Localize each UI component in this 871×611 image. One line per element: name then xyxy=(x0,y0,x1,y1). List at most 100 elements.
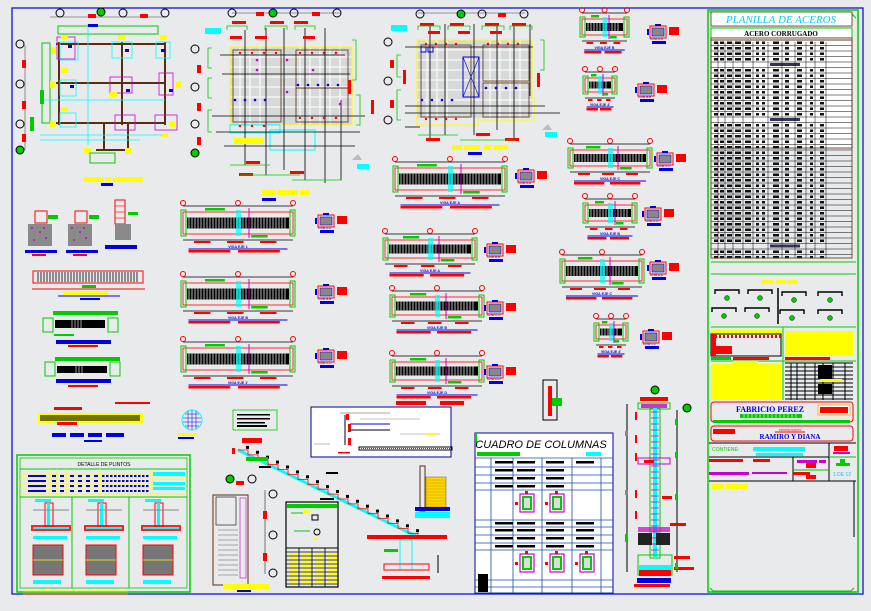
axis-marker xyxy=(290,336,296,342)
table-cell xyxy=(546,545,564,548)
section-label: Corte A-A xyxy=(318,226,331,230)
axis-marker xyxy=(472,228,478,234)
beam-label: VIGA EJE A xyxy=(440,201,460,205)
table-cell xyxy=(546,469,564,472)
axis-marker xyxy=(632,193,638,199)
axis-marker xyxy=(479,350,485,356)
foundation-plan xyxy=(15,7,181,186)
axis-marker xyxy=(389,350,395,356)
column-section-details xyxy=(25,199,138,256)
table-cell xyxy=(495,537,513,540)
table-cell xyxy=(495,522,513,525)
beam-cross-section: Corte D-D xyxy=(484,364,516,384)
columns-table-title: CUADRO DE COLUMNAS xyxy=(475,439,607,451)
owners-name: RAMIRO Y DIANA xyxy=(760,433,821,441)
table-cell xyxy=(546,537,564,540)
steel-schedule-subtitle: ACERO CORRUGADO xyxy=(744,30,818,38)
table-cell xyxy=(495,469,513,472)
table-cell xyxy=(546,529,564,532)
title-block: PLANILLA DE ACEROS ACERO CORRUGADO FABRI… xyxy=(707,9,859,593)
beam-cross-section: Corte E-E xyxy=(647,260,679,280)
column-section xyxy=(515,551,535,573)
table-cell xyxy=(546,461,564,464)
beam-elevation: VIGA EJE 1 Corte A-A xyxy=(180,200,347,253)
sheet-border xyxy=(11,7,864,595)
axis-marker xyxy=(582,66,588,72)
footings-table: DETALLE DE PLINTOS xyxy=(16,454,191,595)
beam-elevation: VIGA EJE A Corte A-A xyxy=(392,156,547,209)
tie-beam-detail xyxy=(32,270,145,300)
lintel-note-panel xyxy=(310,401,464,458)
beam-label: VIGA EJE D xyxy=(427,391,447,395)
axis-marker xyxy=(180,336,186,342)
rebar-bend-shape xyxy=(747,289,773,301)
axis-marker xyxy=(392,156,398,162)
axis-marker xyxy=(601,7,608,13)
beam-elevation: VIGA EJE A Corte B-B xyxy=(382,228,516,277)
beam-label: VIGA EJE 1 xyxy=(228,245,247,249)
table-cell xyxy=(546,522,564,525)
table-cell xyxy=(495,477,513,480)
section-label: Corte B-B xyxy=(638,95,651,99)
axis-marker xyxy=(479,285,485,291)
rebar-bend-shape xyxy=(711,307,737,319)
axis-marker xyxy=(290,271,296,277)
axis-marker xyxy=(597,66,603,72)
table-cell xyxy=(517,469,535,472)
beam-cross-section: Corte B-B xyxy=(484,242,516,262)
columns-table: CUADRO DE COLUMNAS xyxy=(474,432,614,594)
designer-name: FABRICIO PEREZ xyxy=(736,405,804,414)
beam-cross-section: Corte A-A xyxy=(315,213,347,233)
rebar-bend-shape xyxy=(817,309,843,321)
axis-marker xyxy=(180,271,186,277)
axis-marker xyxy=(235,336,241,342)
beam-label: VIGA EJE 4' xyxy=(590,103,610,107)
beam-cross-section: Corte B-B xyxy=(315,284,347,304)
left-details xyxy=(25,199,203,442)
column-section xyxy=(515,491,535,513)
axis-marker xyxy=(235,271,241,277)
section-label: Corte E-E xyxy=(650,273,663,277)
table-cell xyxy=(517,477,535,480)
table-cell xyxy=(517,537,535,540)
beam-cross-section: Corte B-B xyxy=(635,82,667,102)
rebar-bend-shape xyxy=(714,289,740,301)
rebar-bend-shape xyxy=(744,307,770,319)
table-cell xyxy=(576,522,594,525)
axis-marker xyxy=(599,249,605,255)
axis-marker xyxy=(593,313,599,319)
slab-plan-1 xyxy=(190,8,374,201)
beam-label: VIGA EJE 4' xyxy=(601,350,621,354)
section-label: Corte A-A xyxy=(650,37,663,41)
beam-label: VIGA EJE B xyxy=(427,326,447,330)
table-cell xyxy=(576,461,594,464)
axis-marker xyxy=(612,66,618,72)
beam-cross-section: Corte A-A xyxy=(647,24,679,44)
axis-marker xyxy=(607,193,613,199)
section-label: Corte B-B xyxy=(487,255,500,259)
sheet-number: 1 DE 12 xyxy=(833,472,851,478)
section-label: Corte D-D xyxy=(645,219,659,223)
section-label: Corte D-D xyxy=(487,377,501,381)
table-cell xyxy=(546,477,564,480)
table-cell xyxy=(546,485,564,488)
beam-label: VIGA EJE C xyxy=(600,177,620,181)
axis-marker xyxy=(582,193,588,199)
axis-marker xyxy=(647,138,653,144)
beam-cross-section: Corte C-C xyxy=(484,300,516,320)
table-cell xyxy=(576,537,594,540)
axis-marker xyxy=(567,138,573,144)
column-section xyxy=(545,551,565,573)
beam-label: VIGA EJE A xyxy=(420,269,440,273)
table-cell xyxy=(576,529,594,532)
section-label: Corte A-A xyxy=(518,181,531,185)
lintel-detail-2 xyxy=(44,357,121,387)
axis-marker xyxy=(434,350,440,356)
